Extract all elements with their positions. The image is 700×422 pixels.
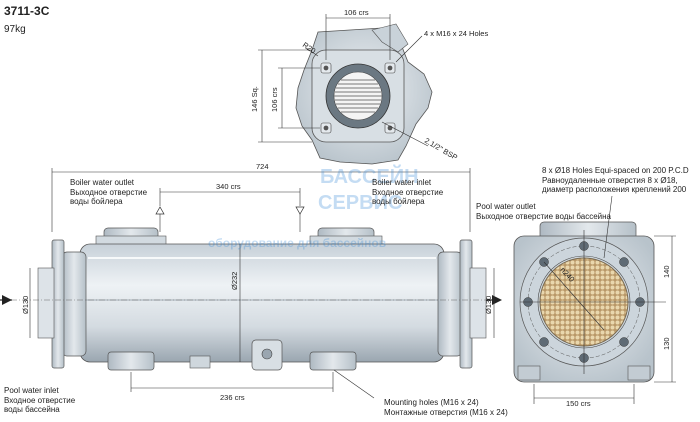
label-pool-outlet: Pool water outlet Выходное отверстие вод…	[476, 202, 611, 221]
watermark-line2: СЕРВИС	[318, 192, 403, 214]
dim-body-dia: Ø232	[230, 272, 239, 290]
dim-end-h-lower: 130	[662, 337, 671, 350]
dim-top-inner-crs: 106 crs	[270, 87, 279, 112]
dim-holes-top: 4 x M16 x 24 Holes	[424, 29, 488, 38]
label-end-holes: 8 x Ø18 Holes Equi-spaced on 200 P.C.D Р…	[542, 166, 689, 194]
dim-bottom-crs: 236 crs	[220, 393, 245, 402]
label-pool-inlet: Pool water inlet Входное отверстие воды …	[4, 386, 76, 414]
dim-boiler-crs: 340 crs	[216, 182, 241, 191]
side-view	[0, 168, 502, 399]
model-title: 3711-3C	[4, 4, 50, 18]
dim-bsp: 2.1/2" BSP	[423, 136, 459, 162]
dim-top-sq: 146 Sq.	[250, 86, 259, 112]
dim-right-dia: Ø130	[484, 296, 493, 314]
dim-end-crs: 150 crs	[566, 399, 591, 408]
flow-arrow-out	[492, 295, 502, 305]
dim-end-h-upper: 140	[662, 265, 671, 278]
label-boiler-inlet: Boiler water inlet Входное отверстие вод…	[372, 178, 444, 206]
dim-left-dia: Ø130	[21, 296, 30, 314]
label-mounting: Mounting holes (M16 x 24) Монтажные отве…	[384, 398, 508, 417]
end-view	[513, 195, 676, 404]
dim-overall: 724	[256, 162, 269, 171]
bolt	[619, 257, 629, 267]
bolt	[539, 337, 549, 347]
watermark-line1: БАССЕЙН	[320, 166, 419, 188]
top-view	[258, 14, 433, 165]
watermark-line3: оборудование для бассейнов	[208, 236, 387, 250]
weight-label: 97kg	[4, 24, 26, 35]
bolt	[619, 337, 629, 347]
label-boiler-outlet: Boiler water outlet Выходное отверстие в…	[70, 178, 148, 206]
dim-top-crs: 106 crs	[344, 8, 369, 17]
